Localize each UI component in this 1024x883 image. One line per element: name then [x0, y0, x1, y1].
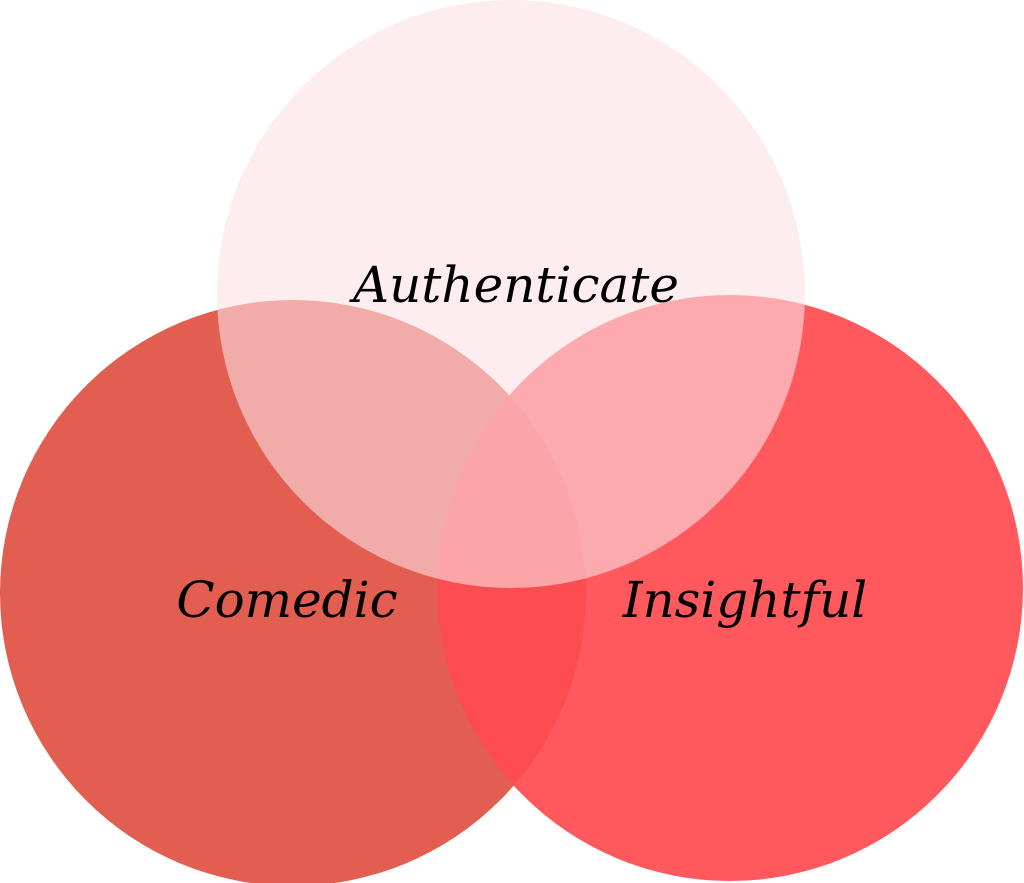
circle-authenticate: [217, 0, 805, 588]
label-authenticate: Authenticate: [349, 256, 679, 314]
label-comedic: Comedic: [176, 571, 397, 629]
label-insightful: Insightful: [622, 571, 868, 629]
